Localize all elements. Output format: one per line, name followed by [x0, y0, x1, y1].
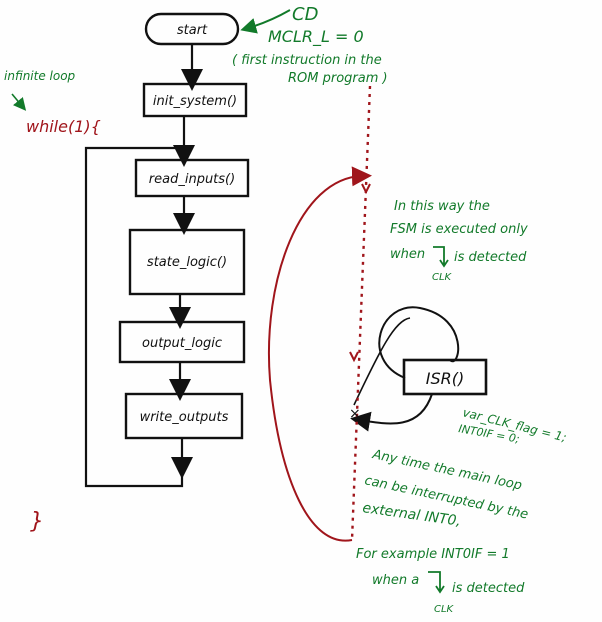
- init-system-label: init_system(): [153, 94, 237, 109]
- falling-edge-icon-2: [428, 571, 445, 594]
- write-outputs-box: write_outputs: [124, 392, 244, 440]
- clk-label-1: CLK: [432, 272, 453, 283]
- start-terminal: start: [144, 12, 240, 46]
- fsm-note-when: when: [390, 247, 425, 262]
- mclr-label: MCLR_L = 0: [268, 27, 364, 47]
- example-detected: is detected: [452, 581, 525, 596]
- first-instruction-line1: ( first instruction in the: [232, 53, 382, 68]
- isr-call-line: [353, 317, 411, 406]
- timeline-arrow-2: [349, 351, 359, 363]
- state-logic-label: state_logic(): [147, 255, 227, 270]
- state-logic-box: state_logic(): [128, 228, 246, 296]
- read-inputs-box: read_inputs(): [134, 158, 250, 198]
- start-label: start: [177, 23, 208, 38]
- fsm-note-line2: FSM is executed only: [390, 222, 528, 237]
- init-system-box: init_system(): [142, 82, 248, 118]
- clk-label-2: CLK: [434, 604, 455, 615]
- read-inputs-label: read_inputs(): [149, 172, 235, 187]
- isr-label: ISR(): [426, 369, 464, 388]
- loop-back-line: [84, 146, 184, 488]
- infinite-loop-arrow: [11, 93, 27, 111]
- cd-label: CD: [292, 4, 318, 25]
- example-line1: For example INT0IF = 1: [356, 547, 510, 562]
- infinite-loop-label: infinite loop: [4, 69, 76, 83]
- output-logic-box: output_logic: [118, 320, 246, 364]
- output-logic-label: output_logic: [142, 336, 222, 351]
- fsm-note-line1: In this way the: [394, 199, 490, 214]
- main-loop-return-arc: [268, 166, 372, 542]
- closing-brace: }: [30, 509, 44, 534]
- example-when: when a: [372, 573, 419, 588]
- isr-box: ISR(): [402, 358, 488, 396]
- first-instruction-line2: ROM program ): [288, 71, 388, 86]
- timeline-arrow-1: [361, 183, 371, 195]
- interrupt-point-mark: ×: [349, 406, 361, 422]
- main-program-timeline: [350, 85, 372, 541]
- while-keyword: while(1){: [26, 117, 101, 136]
- isr-return-arrow: [350, 393, 433, 432]
- falling-edge-icon: [433, 246, 449, 268]
- write-outputs-label: write_outputs: [140, 410, 229, 425]
- fsm-note-detected: is detected: [454, 250, 527, 265]
- cd-pointer-arrow: [240, 9, 291, 34]
- isr-entry-loop: [378, 306, 460, 379]
